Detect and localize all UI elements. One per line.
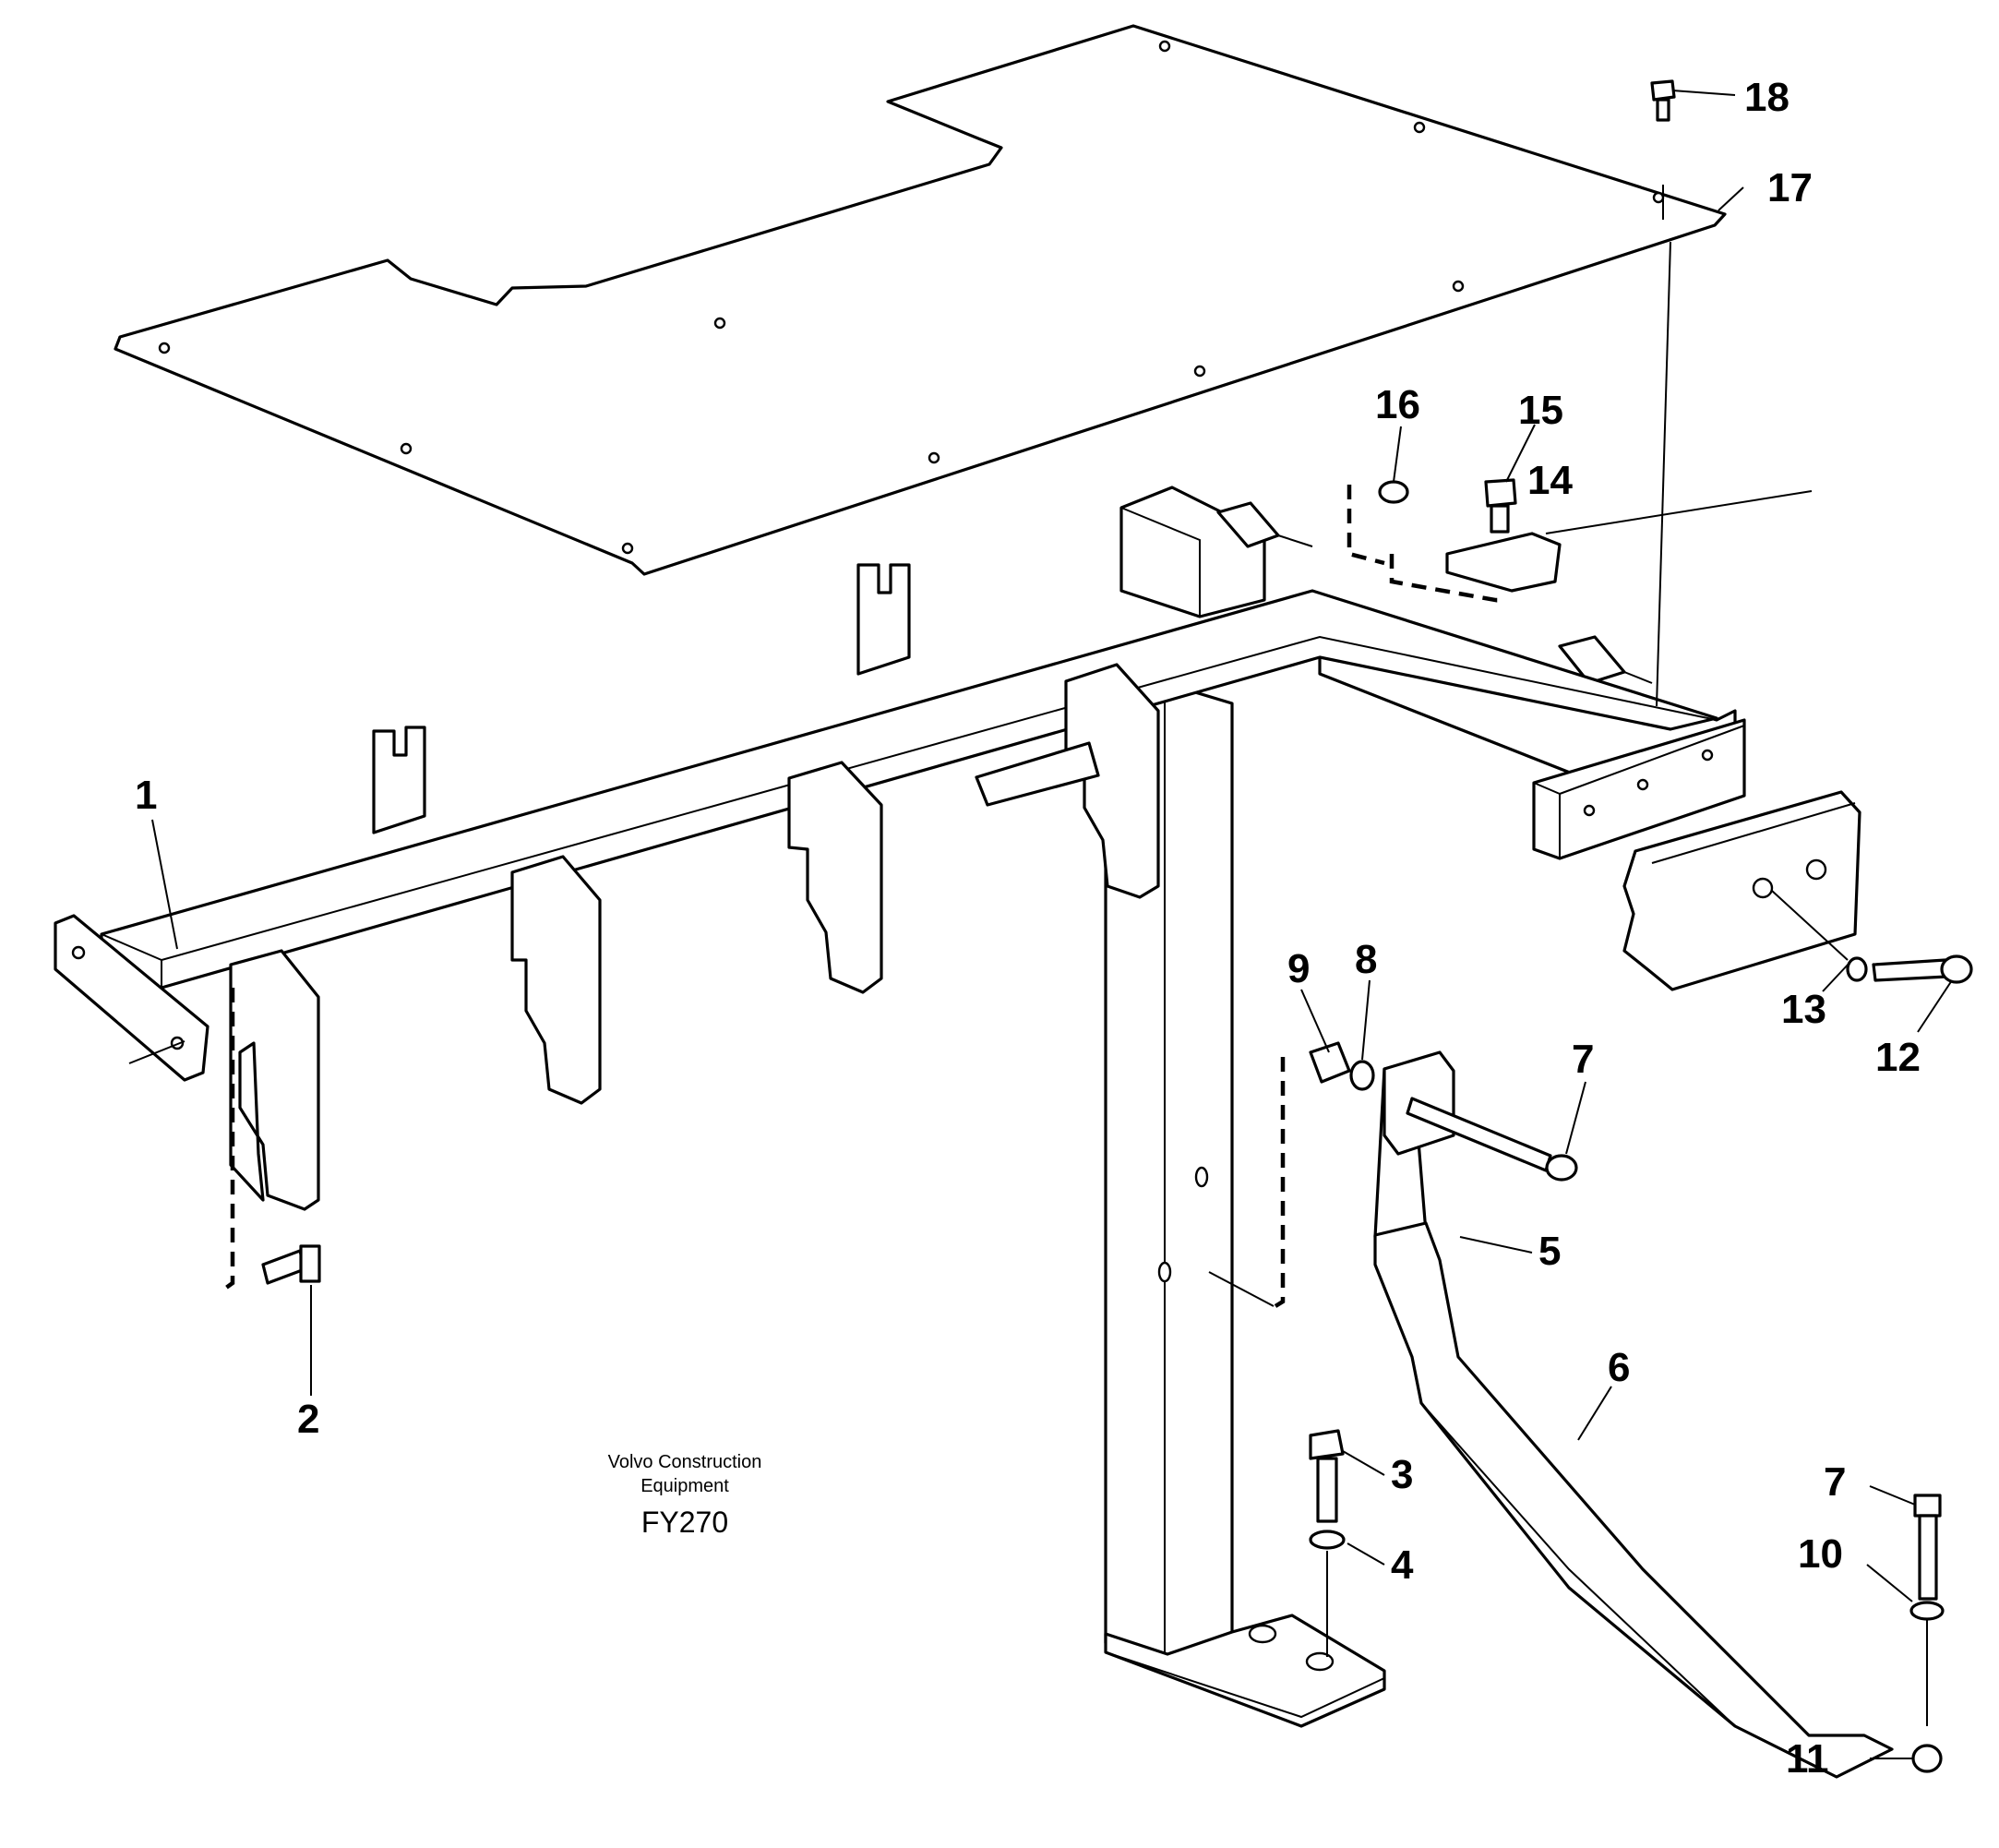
- callout-1: 1: [135, 773, 157, 818]
- callout-7-lower: 7: [1824, 1459, 1846, 1505]
- callout-6: 6: [1608, 1345, 1630, 1390]
- callout-12: 12: [1875, 1035, 1921, 1080]
- callout-7-upper: 7: [1572, 1037, 1594, 1082]
- tube-section: [1622, 790, 1861, 991]
- callout-13: 13: [1781, 987, 1826, 1032]
- diagonal-brace: [1373, 1050, 1894, 1779]
- callout-16: 16: [1375, 382, 1420, 427]
- publisher-caption: Volvo Construction Equipment FY270: [608, 1452, 762, 1539]
- callout-4: 4: [1391, 1542, 1414, 1588]
- callout-5: 5: [1538, 1229, 1561, 1274]
- publisher-line-2: Equipment: [640, 1476, 729, 1496]
- callout-14: 14: [1527, 458, 1573, 503]
- figure-code: FY270: [641, 1506, 728, 1539]
- beam-brackets: [229, 663, 1160, 1211]
- callout-11: 11: [1786, 1736, 1829, 1782]
- callout-18: 18: [1744, 75, 1790, 120]
- main-beam: [54, 563, 1718, 1082]
- callout-2: 2: [297, 1397, 319, 1442]
- callout-17: 17: [1767, 165, 1813, 210]
- callout-10: 10: [1798, 1531, 1843, 1577]
- upright-post: [1104, 681, 1386, 1728]
- publisher-line-1: Volvo Construction: [608, 1452, 762, 1472]
- callout-numbers: 1 2 3 4 5 6 7 7 8 9 10 11 12 13 14 15 16…: [135, 75, 1921, 1782]
- leader-lines: [151, 90, 1953, 1759]
- callout-15: 15: [1518, 388, 1563, 433]
- callout-3: 3: [1391, 1452, 1413, 1497]
- callout-8: 8: [1355, 937, 1377, 982]
- callout-9: 9: [1287, 946, 1310, 991]
- fasteners: [128, 79, 1973, 1773]
- floor-plate: [114, 24, 1727, 576]
